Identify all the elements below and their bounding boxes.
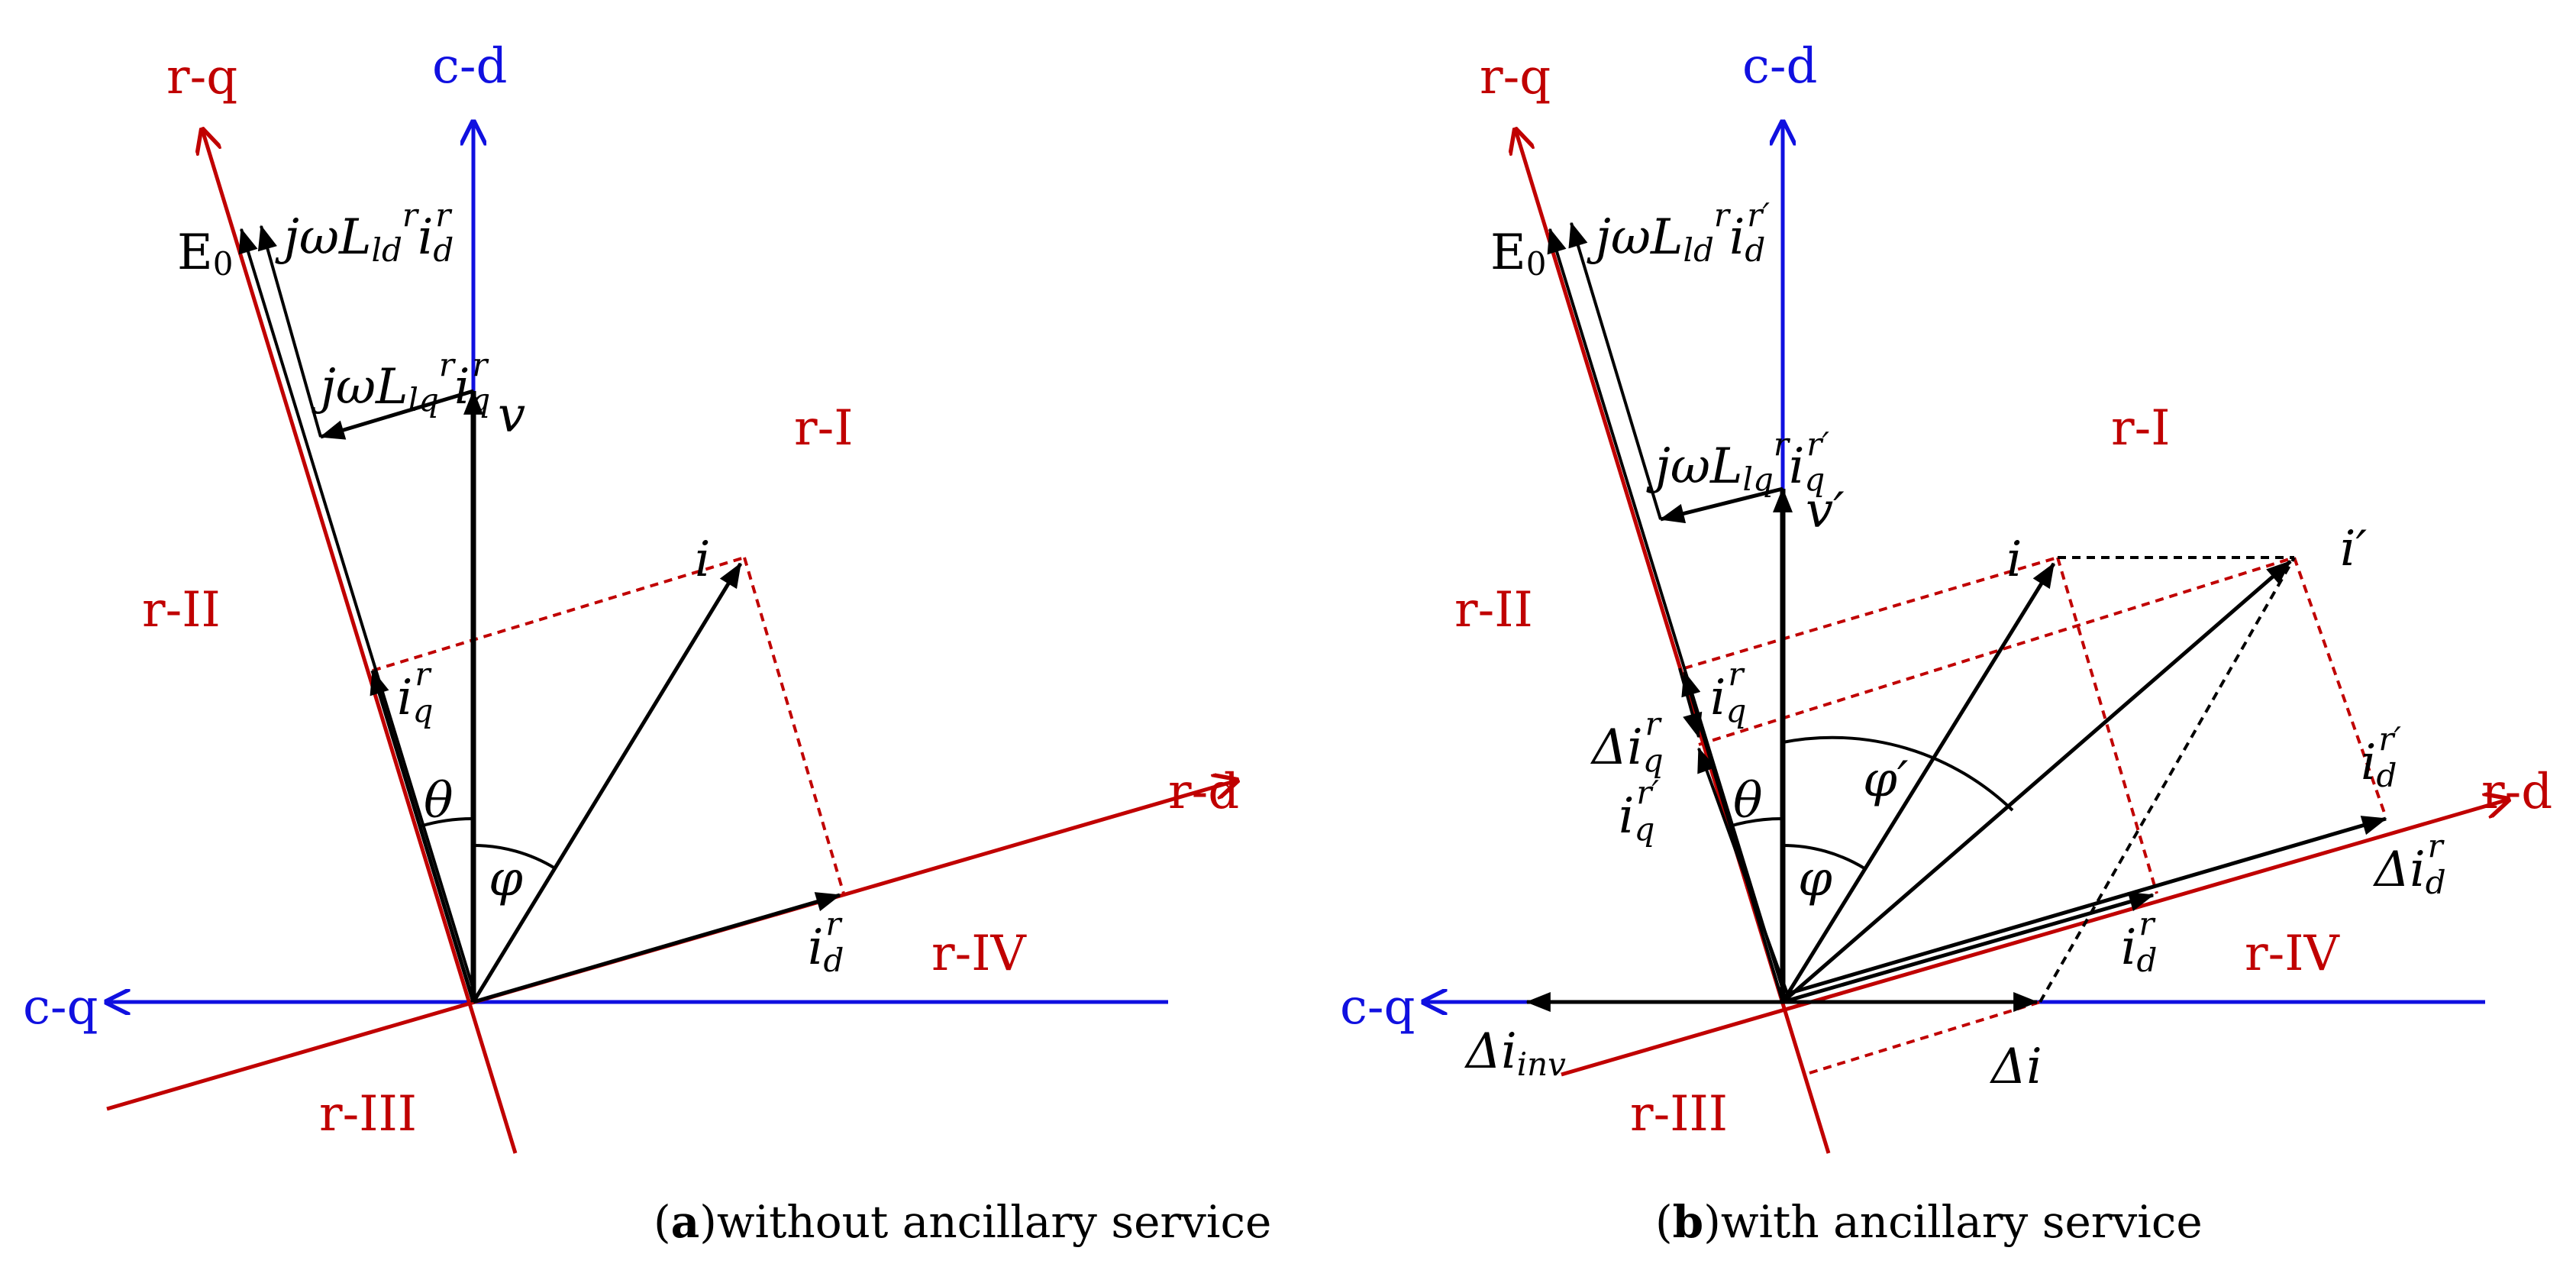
vector-jwLd-b bbox=[1568, 221, 1662, 520]
vector-jwLq-b bbox=[1659, 486, 1784, 524]
label-didr-b: Δidr bbox=[2372, 827, 2446, 901]
label-diq-b: Δiqr bbox=[1590, 705, 1664, 779]
arc-phi-a bbox=[473, 843, 557, 870]
label-cq-b: c-q bbox=[1340, 979, 1415, 1036]
caption-a: (a)without ancillary service bbox=[654, 1196, 1271, 1248]
label-idr-b: idr bbox=[2121, 905, 2157, 979]
proj-id-a bbox=[743, 557, 845, 894]
label-rq-a: r-q bbox=[166, 49, 237, 105]
label-i-b: i bbox=[2006, 532, 2022, 588]
label-region1-a: r-I bbox=[794, 400, 854, 457]
label-region3-a: r-III bbox=[319, 1086, 417, 1143]
label-region2-a: r-II bbox=[142, 582, 221, 638]
label-phip-b: φ′ bbox=[1863, 751, 1909, 808]
axis-rd-b bbox=[1561, 800, 2508, 1077]
vector-i-a bbox=[471, 562, 743, 1004]
vector-e0-b bbox=[1547, 228, 1788, 1003]
label-rd-a: r-d bbox=[1168, 764, 1239, 820]
label-region3-b: r-III bbox=[1630, 1086, 1728, 1143]
arc-theta-a bbox=[419, 816, 474, 828]
vector-jwLq-a bbox=[319, 389, 474, 440]
label-jwLq-b: jωLlqriqr′ bbox=[1646, 425, 1829, 498]
label-v-b: v′ bbox=[1806, 483, 1845, 539]
caption-b: (b)with ancillary service bbox=[1655, 1196, 2203, 1248]
label-idrp-b: idr′ bbox=[2361, 720, 2401, 794]
label-idr-a: idr bbox=[808, 905, 844, 979]
label-region4-a: r-IV bbox=[931, 926, 1028, 982]
label-jwLd-b: jωLldridr′ bbox=[1587, 196, 1770, 269]
label-di-b: Δi bbox=[1989, 1039, 2042, 1095]
vector-idrp-b bbox=[1790, 816, 2387, 995]
vector-idr-b bbox=[1782, 892, 2155, 1004]
proj-iqp-b bbox=[1698, 556, 2295, 746]
label-region2-b: r-II bbox=[1454, 582, 1533, 638]
label-rd-b: r-d bbox=[2481, 764, 2552, 820]
vector-idr-a bbox=[473, 892, 841, 1004]
label-jwLd-a: jωLldridr bbox=[275, 196, 454, 269]
dot-side-b bbox=[2039, 557, 2296, 1003]
panel-a: r-q c-d c-q r-d r-I r-II r-III r-IV E0 j… bbox=[23, 38, 1271, 1248]
proj-di-b bbox=[1809, 1000, 2041, 1075]
proj-idp-b bbox=[2293, 557, 2387, 818]
label-rq-b: r-q bbox=[1480, 49, 1551, 105]
label-iqrp-b: iqr′ bbox=[1619, 774, 1659, 848]
label-phi-b: φ bbox=[1798, 851, 1832, 907]
label-ip-b: i′ bbox=[2340, 521, 2367, 577]
label-region4-b: r-IV bbox=[2245, 926, 2341, 982]
vector-ip-b bbox=[1781, 560, 2292, 1004]
proj-iq-b bbox=[1683, 556, 2058, 670]
label-i-a: i bbox=[695, 532, 710, 588]
label-dinv-b: Δiinv bbox=[1464, 1023, 1566, 1083]
panel-b: r-q c-d c-q r-d r-I r-II r-III r-IV E0 j… bbox=[1340, 38, 2552, 1248]
label-region1-b: r-I bbox=[2111, 400, 2171, 457]
vector-diq-b bbox=[1678, 667, 1703, 739]
label-iqr-a: iqr bbox=[397, 655, 433, 729]
proj-id-b bbox=[2056, 557, 2158, 894]
vector-iqr-a bbox=[370, 669, 476, 1003]
arc-phip-b bbox=[1782, 735, 2014, 812]
axis-rq-a bbox=[202, 130, 518, 1154]
label-jwLq-a: jωLlqriqr bbox=[312, 346, 490, 419]
label-phi-a: φ bbox=[489, 851, 523, 907]
arc-phi-b bbox=[1782, 843, 1866, 870]
label-cq-a: c-q bbox=[23, 979, 98, 1036]
vector-jwLd-a bbox=[257, 225, 322, 438]
label-iqr-b: iqr bbox=[1710, 655, 1746, 729]
proj-iq-a bbox=[372, 556, 745, 672]
label-v-a: v bbox=[498, 387, 525, 444]
label-theta-b: θ bbox=[1733, 773, 1763, 829]
label-cd-a: c-d bbox=[432, 38, 507, 95]
arc-theta-b bbox=[1729, 816, 1784, 828]
label-e0-a: E0 bbox=[177, 225, 233, 283]
label-theta-a: θ bbox=[424, 773, 454, 829]
vector-i-b bbox=[1780, 562, 2056, 1004]
label-e0-b: E0 bbox=[1490, 225, 1546, 283]
vector-e0-a bbox=[238, 228, 479, 1003]
label-cd-b: c-d bbox=[1742, 38, 1817, 95]
